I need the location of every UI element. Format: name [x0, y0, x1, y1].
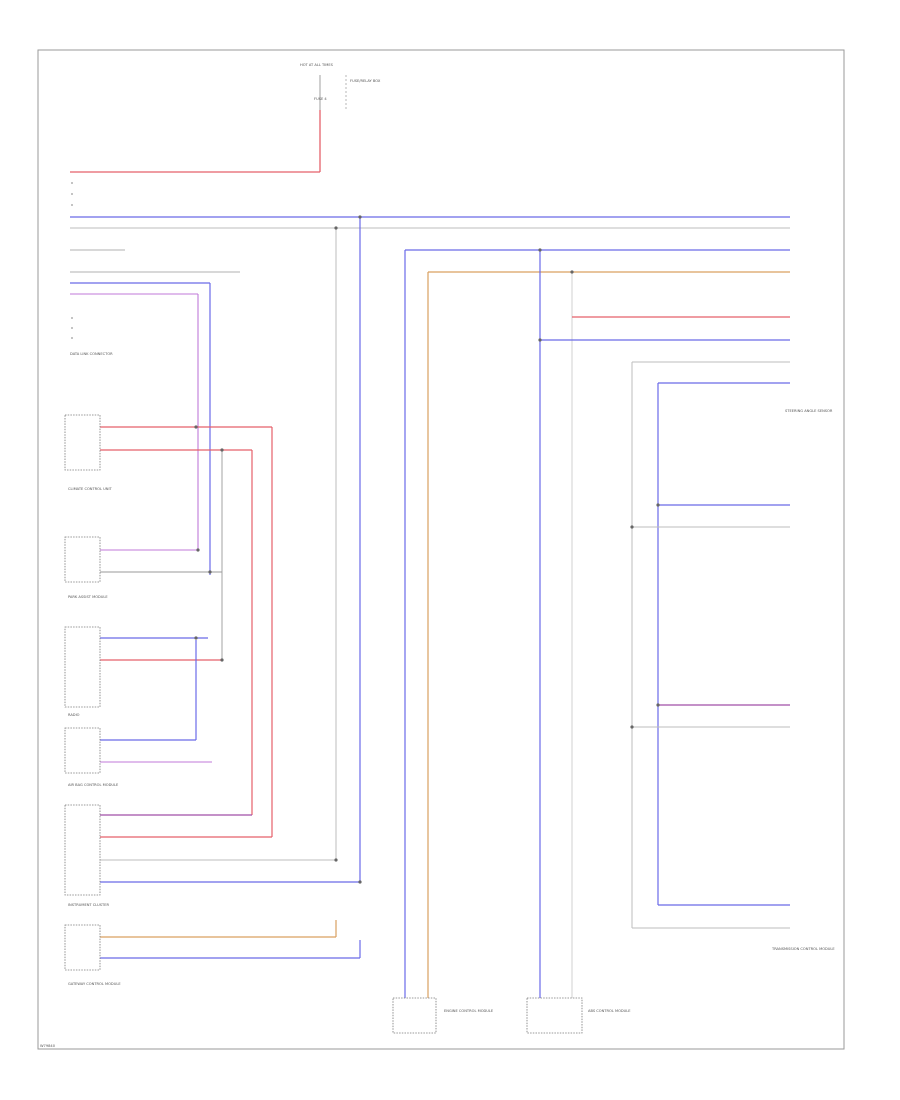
fuse-box-label: FUSE/RELAY BOX	[350, 79, 381, 83]
tcm-label: TRANSMISSION CONTROL MODULE	[771, 947, 835, 951]
hot-label: HOT AT ALL TIMES	[300, 63, 334, 67]
module-box-6	[64, 924, 101, 971]
cluster-label: INSTRUMENT CLUSTER	[68, 903, 109, 907]
top-bus	[70, 216, 790, 882]
abs-label: ABS CONTROL MODULE	[588, 1009, 631, 1013]
module-box-3	[64, 626, 101, 708]
module-box-1	[64, 414, 101, 471]
fuse-feed: HOT AT ALL TIMES FUSE 4 FUSE/RELAY BOX	[70, 63, 381, 173]
climate-label: CLIMATE CONTROL UNIT	[68, 487, 113, 491]
diagram-frame	[37, 49, 845, 1050]
module-box-5	[64, 804, 101, 896]
right-branches	[632, 504, 790, 929]
ecm-label: ENGINE CONTROL MODULE	[444, 1009, 494, 1013]
module-box-4	[64, 727, 101, 774]
diagram-code: W79840	[40, 1044, 56, 1048]
left-connector-pins	[71, 182, 73, 339]
left-modules	[64, 414, 101, 971]
park-label: PARK ASSIST MODULE	[68, 595, 108, 599]
gateway-label: GATEWAY CONTROL MODULE	[68, 982, 121, 986]
module-box-center	[392, 997, 437, 1034]
radio-label: RADIO	[68, 713, 80, 717]
center-wires	[404, 249, 790, 1000]
fuse-label: FUSE 4	[314, 97, 327, 101]
module-box-center-right	[526, 997, 583, 1034]
steering-label: STEERING ANGLE SENSOR	[785, 409, 833, 413]
module-labels: DATA LINK CONNECTOR CLIMATE CONTROL UNIT…	[68, 352, 835, 1013]
splice-dots	[194, 215, 660, 884]
data-link-label: DATA LINK CONNECTOR	[70, 352, 113, 356]
airbag-label: AIR BAG CONTROL MODULE	[68, 783, 119, 787]
bottom-modules	[392, 997, 583, 1034]
module-box-2	[64, 536, 101, 583]
left-module-wires	[100, 426, 361, 959]
